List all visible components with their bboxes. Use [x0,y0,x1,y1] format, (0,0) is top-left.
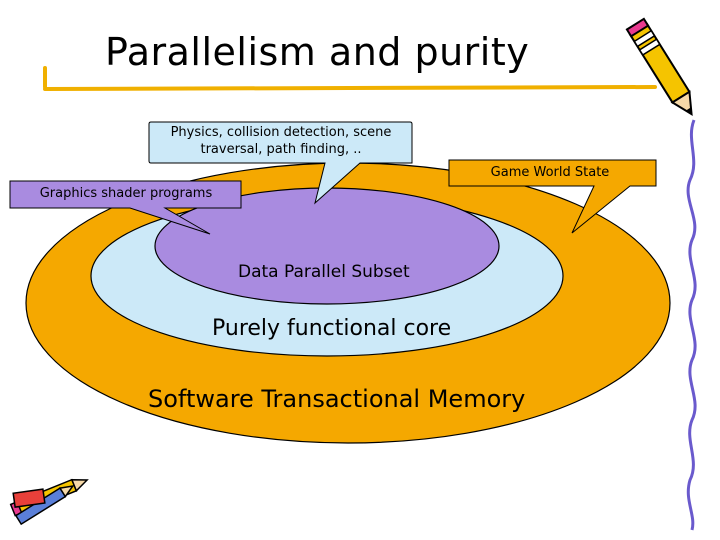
label-software-transactional-memory: Software Transactional Memory [148,385,526,413]
label-data-parallel-subset: Data Parallel Subset [238,262,410,282]
slide-title: Parallelism and purity [105,30,530,74]
label-purely-functional-core: Purely functional core [212,316,452,341]
callout-physics-line-1: Physics, collision detection, scene [170,125,392,140]
callout-physics-text: Physics, collision detection, scene trav… [152,124,410,158]
callout-game-world-state-text: Game World State [490,165,610,180]
pencils-clipart-icon [9,478,89,526]
callout-game-world-state [448,159,657,234]
pencil-icon [625,17,693,116]
callout-graphics-shader [9,180,242,235]
callout-physics [148,121,413,205]
callout-graphics-shader-text: Graphics shader programs [39,186,213,201]
right-wavy-border [686,119,697,531]
title-underline [43,66,657,91]
callout-physics-line-2: traversal, path finding, .. [200,142,362,157]
